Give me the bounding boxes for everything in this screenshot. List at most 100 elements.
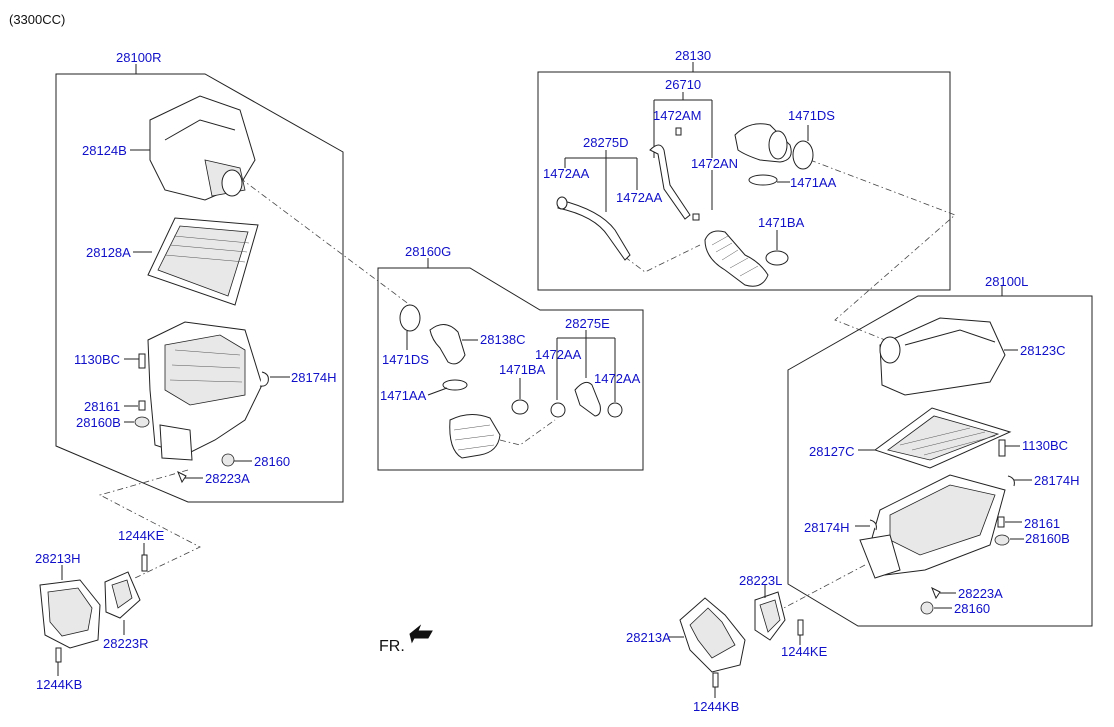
hose-28275E xyxy=(574,381,601,417)
part-label-28213A[interactable]: 28213A xyxy=(626,630,671,645)
clip-28174H-l1 xyxy=(1007,475,1015,487)
part-label-1130BC[interactable]: 1130BC xyxy=(1022,438,1069,453)
connection-line xyxy=(624,244,701,273)
part-label-1472AA[interactable]: 1472AA xyxy=(543,166,590,181)
bracket-28223L xyxy=(754,591,786,641)
part-label-28123C[interactable]: 28123C xyxy=(1020,343,1066,358)
part-label-1471AA[interactable]: 1471AA xyxy=(790,175,837,190)
part-label-1472AA[interactable]: 1472AA xyxy=(535,347,582,362)
part-label-1471DS[interactable]: 1471DS xyxy=(382,352,429,367)
clip-28174H xyxy=(259,371,269,387)
air-cleaner-body-l xyxy=(859,474,1006,579)
part-label-28160B[interactable]: 28160B xyxy=(76,415,121,430)
part-label-1244KB[interactable]: 1244KB xyxy=(36,677,83,692)
clamp-1472AA xyxy=(556,196,568,210)
engine-spec-label: (3300CC) xyxy=(9,12,66,27)
clamp-1472AN xyxy=(692,213,700,221)
part-label-28161[interactable]: 28161 xyxy=(84,399,121,414)
part-label-1471BA[interactable]: 1471BA xyxy=(499,362,546,377)
part-label-28174H[interactable]: 28174H xyxy=(291,370,337,385)
grommet-28160-l xyxy=(920,601,934,615)
hose-28275D xyxy=(557,199,631,261)
air-filter-28127C xyxy=(873,407,1012,469)
grommet-28160B xyxy=(134,416,150,428)
connection-line xyxy=(809,159,956,341)
throttle-hose xyxy=(449,414,501,459)
part-label-28128A[interactable]: 28128A xyxy=(86,245,131,260)
bolt-1244KB xyxy=(55,647,62,663)
part-label-28275D[interactable]: 28275D xyxy=(583,135,629,150)
part-label-28223A[interactable]: 28223A xyxy=(958,586,1003,601)
part-label-1472AA[interactable]: 1472AA xyxy=(616,190,663,205)
part-label-1244KE[interactable]: 1244KE xyxy=(118,528,165,543)
group-label-28100R[interactable]: 28100R xyxy=(116,50,162,65)
part-label-28160[interactable]: 28160 xyxy=(954,601,991,616)
clip-28223A xyxy=(177,470,187,484)
clamp-1471AA xyxy=(748,174,778,186)
part-label-28174H[interactable]: 28174H xyxy=(804,520,850,535)
clamp-1472AM xyxy=(675,127,682,136)
group-label-28100L[interactable]: 28100L xyxy=(985,274,1029,289)
part-label-1130BC[interactable]: 1130BC xyxy=(74,352,121,367)
part-label-1472AA[interactable]: 1472AA xyxy=(594,371,641,386)
bolt-1244KE-l xyxy=(797,619,804,636)
front-direction-arrow-icon xyxy=(409,624,433,644)
air-cleaner-cover-28123C xyxy=(879,317,1006,396)
corrugated-hose xyxy=(704,230,769,287)
clamp-1472AA-m2 xyxy=(607,402,623,418)
bolt-1244KE xyxy=(141,554,148,572)
grommet-28160B-l xyxy=(994,534,1010,546)
part-label-28124B[interactable]: 28124B xyxy=(82,143,127,158)
part-28161-l xyxy=(997,516,1005,528)
part-label-28223L[interactable]: 28223L xyxy=(739,573,783,588)
grommet-28160 xyxy=(221,453,235,467)
part-label-1471AA[interactable]: 1471AA xyxy=(380,388,427,403)
part-label-28138C[interactable]: 28138C xyxy=(480,332,526,347)
front-direction-label: FR. xyxy=(379,638,405,655)
group-outline-28100L xyxy=(787,295,1093,627)
air-duct-28213H xyxy=(39,579,101,649)
hose-28138C xyxy=(429,324,466,365)
clamp-1471AA-m xyxy=(442,379,468,391)
part-label-26710[interactable]: 26710 xyxy=(665,77,702,92)
part-label-1244KB[interactable]: 1244KB xyxy=(693,699,740,714)
group-label-28130[interactable]: 28130 xyxy=(675,48,712,63)
part-label-1471DS[interactable]: 1471DS xyxy=(788,108,835,123)
group-label-28160G[interactable]: 28160G xyxy=(405,244,452,259)
part-label-28160[interactable]: 28160 xyxy=(254,454,291,469)
part-label-28127C[interactable]: 28127C xyxy=(809,444,855,459)
part-label-1472AN[interactable]: 1472AN xyxy=(691,156,738,171)
air-cleaner-body xyxy=(147,321,263,461)
air-duct-28213A xyxy=(679,597,746,673)
group-outline-28160G xyxy=(377,267,644,471)
connection-line xyxy=(499,419,556,446)
hose-26710 xyxy=(649,144,691,220)
connection-line xyxy=(98,469,201,579)
clip-28223A-l xyxy=(931,586,941,600)
part-label-1244KE[interactable]: 1244KE xyxy=(781,644,828,659)
part-28161 xyxy=(138,400,146,411)
part-label-28160B[interactable]: 28160B xyxy=(1025,531,1070,546)
intake-duct xyxy=(734,123,792,163)
air-filter-28128A xyxy=(147,217,259,306)
clamp-1472AA-m1 xyxy=(550,402,566,418)
air-cleaner-cover-28124B xyxy=(149,95,256,201)
bolt-1130BC xyxy=(138,353,146,369)
clip-28174H-l2 xyxy=(869,519,877,531)
part-label-1471BA[interactable]: 1471BA xyxy=(758,215,805,230)
part-label-28174H[interactable]: 28174H xyxy=(1034,473,1080,488)
bracket-28223R xyxy=(104,571,141,619)
part-label-28275E[interactable]: 28275E xyxy=(565,316,610,331)
part-label-28223A[interactable]: 28223A xyxy=(205,471,250,486)
bolt-1130BC-l xyxy=(998,439,1006,457)
part-label-1472AM[interactable]: 1472AM xyxy=(653,108,702,123)
clamp-1471BA-m xyxy=(511,399,529,415)
clamp-1471BA xyxy=(765,250,789,266)
clamp-1471DS-m xyxy=(399,304,421,332)
part-label-28223R[interactable]: 28223R xyxy=(103,636,149,651)
connection-line xyxy=(239,177,411,306)
part-label-28161[interactable]: 28161 xyxy=(1024,516,1061,531)
part-label-28213H[interactable]: 28213H xyxy=(35,551,81,566)
